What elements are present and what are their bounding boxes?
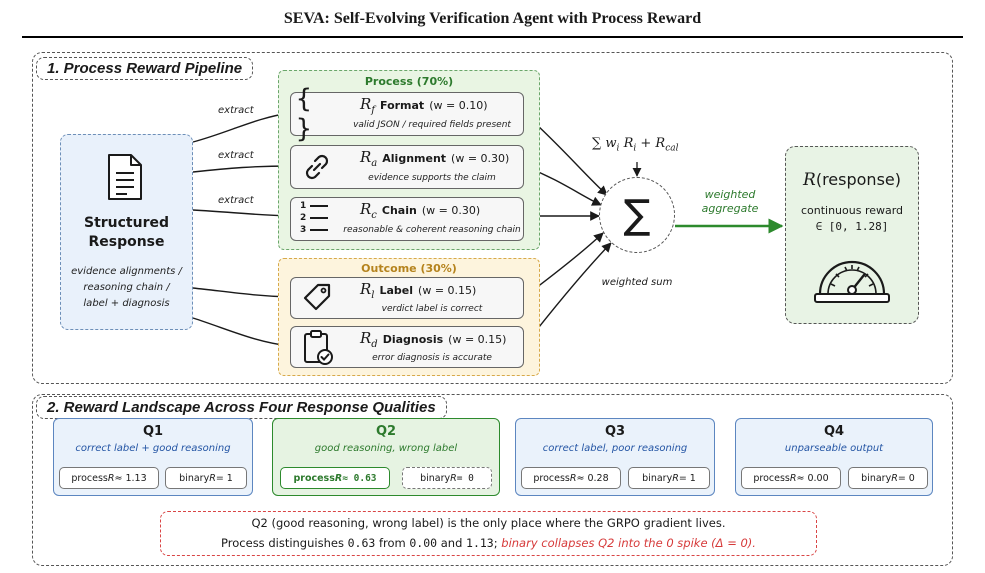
input-title-line: Structured [83, 215, 170, 231]
q3-process-reward: process R ≈ 0.28 [521, 467, 621, 489]
diagnosis-component: Rd Diagnosis (w = 0.15) [360, 329, 520, 350]
document-icon [108, 154, 142, 200]
q3-binary-reward: binary R = 1 [628, 467, 710, 489]
output-range: ∈ [0, 1.28] [815, 220, 889, 233]
sum-formula: ∑ wi Ri + Rcal [592, 136, 679, 154]
extract-label: extract [218, 150, 254, 161]
q1-binary-reward: binary R = 1 [165, 467, 247, 489]
input-description: evidence alignments / reasoning chain / … [60, 264, 193, 312]
q2-process-reward: process R ≈ 0.63 [280, 467, 390, 489]
diagnosis-name: Diagnosis [382, 333, 444, 346]
link-icon [305, 154, 329, 180]
process-group-label: Process (70%) [364, 75, 454, 88]
diagnosis-description: error diagnosis is accurate [372, 353, 492, 363]
note-line-2: Process distinguishes 0.63 from 0.00 and… [221, 536, 756, 550]
alignment-component-card [290, 145, 524, 189]
chain-weight: (w = 0.30) [421, 204, 481, 217]
q3-description: correct label, poor reasoning [542, 443, 688, 454]
format-component: Rf Format (w = 0.10) [360, 95, 520, 116]
tag-icon [303, 283, 331, 311]
alignment-weight: (w = 0.30) [451, 152, 510, 165]
extract-label: extract [218, 195, 254, 206]
alignment-name: Alignment [382, 152, 447, 165]
section1-label: 1. Process Reward Pipeline [36, 57, 254, 80]
q1-title: Q1 [142, 424, 164, 439]
alignment-component: Ra Alignment (w = 0.30) [360, 148, 520, 169]
aggregate-label-line: weighted [704, 188, 756, 201]
section2-label: 2. Reward Landscape Across Four Response… [36, 396, 447, 419]
alignment-symbol: Ra [360, 148, 378, 169]
extract-label: extract [218, 105, 254, 116]
arrow-input-to-alignment [192, 161, 291, 173]
output-description: continuous reward [800, 204, 904, 217]
format-symbol: Rf [360, 95, 375, 116]
list-number: 1 [300, 201, 307, 211]
input-desc-line: evidence alignments / [71, 266, 182, 277]
numbered-list-icon: 1 2 3 [300, 200, 336, 236]
page-title: SEVA: Self-Evolving Verification Agent w… [283, 10, 702, 27]
chain-name: Chain [381, 204, 417, 217]
arrow-input-to-label [192, 287, 291, 302]
sum-label: weighted sum [601, 277, 673, 288]
q4-process-reward: process R ≈ 0.00 [741, 467, 841, 489]
format-weight: (w = 0.10) [429, 99, 488, 112]
q2-binary-reward: binary R = 0 [402, 467, 492, 489]
arrow-input-to-diagnosis [192, 317, 291, 350]
output-title: R(response) [803, 170, 901, 190]
input-desc-line: reasoning chain / [83, 282, 170, 293]
reward-landscape-section [32, 394, 953, 566]
input-title-line: Response [88, 234, 165, 250]
chain-description: reasonable & coherent reasoning chain [343, 225, 521, 235]
gauge-icon [814, 260, 890, 303]
q2-description: good reasoning, wrong label [314, 443, 458, 454]
chain-component: Rc Chain (w = 0.30) [360, 200, 520, 221]
aggregate-label-line: aggregate [701, 202, 759, 215]
q4-title: Q4 [823, 424, 845, 439]
arrow-input-to-chain [192, 209, 291, 221]
note-line-1: Q2 (good reasoning, wrong label) is the … [251, 516, 726, 530]
format-name: Format [380, 99, 425, 112]
list-number: 3 [300, 225, 307, 235]
process-reward-pipeline-section [32, 52, 953, 384]
label-name: Label [379, 284, 414, 297]
label-description: verdict label is correct [381, 304, 483, 314]
label-symbol: Rl [360, 280, 375, 301]
chain-symbol: Rc [360, 200, 377, 221]
chain-component-card [290, 197, 524, 241]
q3-title: Q3 [604, 424, 626, 439]
diagnosis-weight: (w = 0.15) [448, 333, 507, 346]
q4-binary-reward: binary R = 0 [848, 467, 928, 489]
clipboard-check-icon [304, 330, 333, 365]
q4-description: unparseable output [784, 443, 884, 454]
outcome-group-label: Outcome (30%) [361, 262, 457, 275]
sum-node: ∑ [599, 177, 675, 253]
gradient-note-box [160, 511, 817, 556]
input-title: Structured Response [60, 214, 193, 252]
format-description: valid JSON / required fields present [353, 120, 511, 130]
format-component-card [290, 92, 524, 136]
list-number: 2 [300, 213, 307, 223]
q2-title: Q2 [375, 424, 397, 439]
alignment-description: evidence supports the claim [368, 173, 496, 183]
label-component: Rl Label (w = 0.15) [360, 280, 520, 301]
braces-icon: { } [296, 84, 312, 144]
aggregate-label: weighted aggregate [692, 188, 768, 216]
q1-process-reward: process R ≈ 1.13 [59, 467, 159, 489]
q1-description: correct label + good reasoning [75, 443, 231, 454]
diagnosis-symbol: Rd [360, 329, 378, 350]
arrow-input-to-format [192, 109, 291, 143]
input-desc-line: label + diagnosis [83, 298, 170, 309]
label-weight: (w = 0.15) [418, 284, 477, 297]
title-divider [22, 36, 963, 38]
